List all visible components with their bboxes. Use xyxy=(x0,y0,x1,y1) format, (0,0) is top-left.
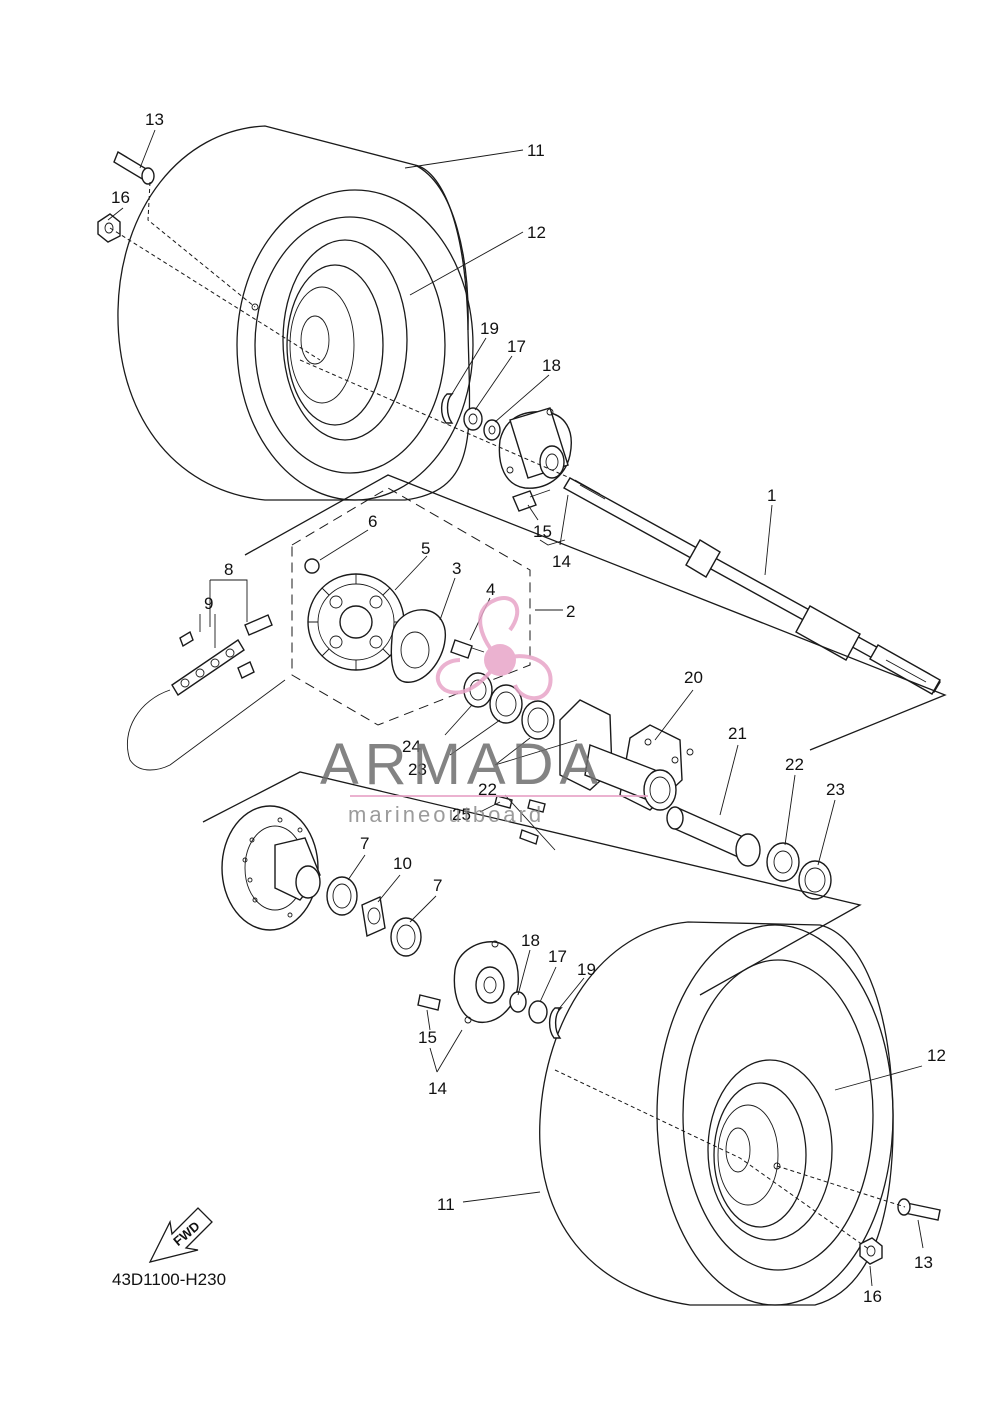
top-small-parts xyxy=(440,393,551,512)
callout-7-left: 7 xyxy=(360,834,369,853)
callout-11-top: 11 xyxy=(527,141,545,160)
leader-lines xyxy=(107,129,924,1287)
callout-14-top: 14 xyxy=(552,552,571,571)
callout-19-top: 19 xyxy=(480,319,499,338)
callout-16-top: 16 xyxy=(111,188,130,207)
callout-13-top: 13 xyxy=(145,110,164,129)
callout-9: 9 xyxy=(204,594,213,613)
callout-5: 4 xyxy=(486,580,495,599)
callout-11-bottom: 11 xyxy=(437,1195,455,1214)
drive-chain xyxy=(126,614,286,771)
collars xyxy=(326,876,422,957)
hub-3 xyxy=(390,609,447,683)
axle-housing xyxy=(559,699,694,811)
callout-25: 25 xyxy=(452,805,471,824)
callout-19-bottom: 19 xyxy=(577,960,596,979)
callout-6: 6 xyxy=(368,512,377,531)
top-valve xyxy=(97,150,155,243)
fwd-arrow-icon: FWD xyxy=(148,1207,213,1263)
sprocket-group xyxy=(244,474,947,751)
callout-1: 1 xyxy=(767,486,776,505)
callout-17-top: 17 xyxy=(507,337,526,356)
bolts-25 xyxy=(494,795,546,845)
callout-14-bottom: 14 xyxy=(428,1079,447,1098)
callout-23-right: 23 xyxy=(826,780,845,799)
callout-22-right: 22 xyxy=(785,755,804,774)
spacer-21 xyxy=(666,806,832,900)
bottom-hub xyxy=(417,940,563,1039)
callout-13-bottom: 13 xyxy=(914,1253,933,1272)
callout-15-top: 15 xyxy=(533,522,552,541)
callout-15-bottom: 15 xyxy=(418,1028,437,1047)
callout-18-bottom: 18 xyxy=(521,931,540,950)
diagram-code: 43D1100-H230 xyxy=(112,1270,226,1289)
brake-disc xyxy=(221,805,321,931)
top-tire xyxy=(117,125,474,501)
callout-labels: 11 12 13 16 19 17 18 15 14 1 6 5 3 4 2 8… xyxy=(111,110,946,1306)
callout-16-bottom: 16 xyxy=(863,1287,882,1306)
callout-2: 2 xyxy=(566,602,575,621)
callout-4: 5 xyxy=(421,539,430,558)
bolt-6 xyxy=(304,558,320,574)
bolt-5 xyxy=(450,639,473,659)
bottom-tire xyxy=(539,921,894,1306)
callout-12-bottom: 12 xyxy=(927,1046,946,1065)
callout-18-top: 18 xyxy=(542,356,561,375)
callout-3: 3 xyxy=(452,559,461,578)
top-hub xyxy=(498,407,572,489)
callout-21: 21 xyxy=(728,724,747,743)
watermark-logo-icon xyxy=(435,596,553,701)
callout-20: 20 xyxy=(684,668,703,687)
callout-10: 10 xyxy=(393,854,412,873)
callout-8: 8 xyxy=(224,560,233,579)
callout-12-top: 12 xyxy=(527,223,546,242)
callout-7-right: 7 xyxy=(433,876,442,895)
fwd-label: FWD xyxy=(170,1218,202,1249)
callout-17-bottom: 17 xyxy=(548,947,567,966)
sprocket-4 xyxy=(307,573,405,671)
watermark-brand: ARMADA xyxy=(320,732,604,797)
callout-23-left: 23 xyxy=(408,760,427,779)
watermark-tagline: marineoutboard xyxy=(348,802,544,827)
axle-shaft xyxy=(563,477,941,695)
callout-24: 24 xyxy=(402,737,421,756)
bearings xyxy=(463,672,555,740)
watermark: ARMADA marineoutboard xyxy=(320,596,648,827)
callout-22-left: 22 xyxy=(478,780,497,799)
